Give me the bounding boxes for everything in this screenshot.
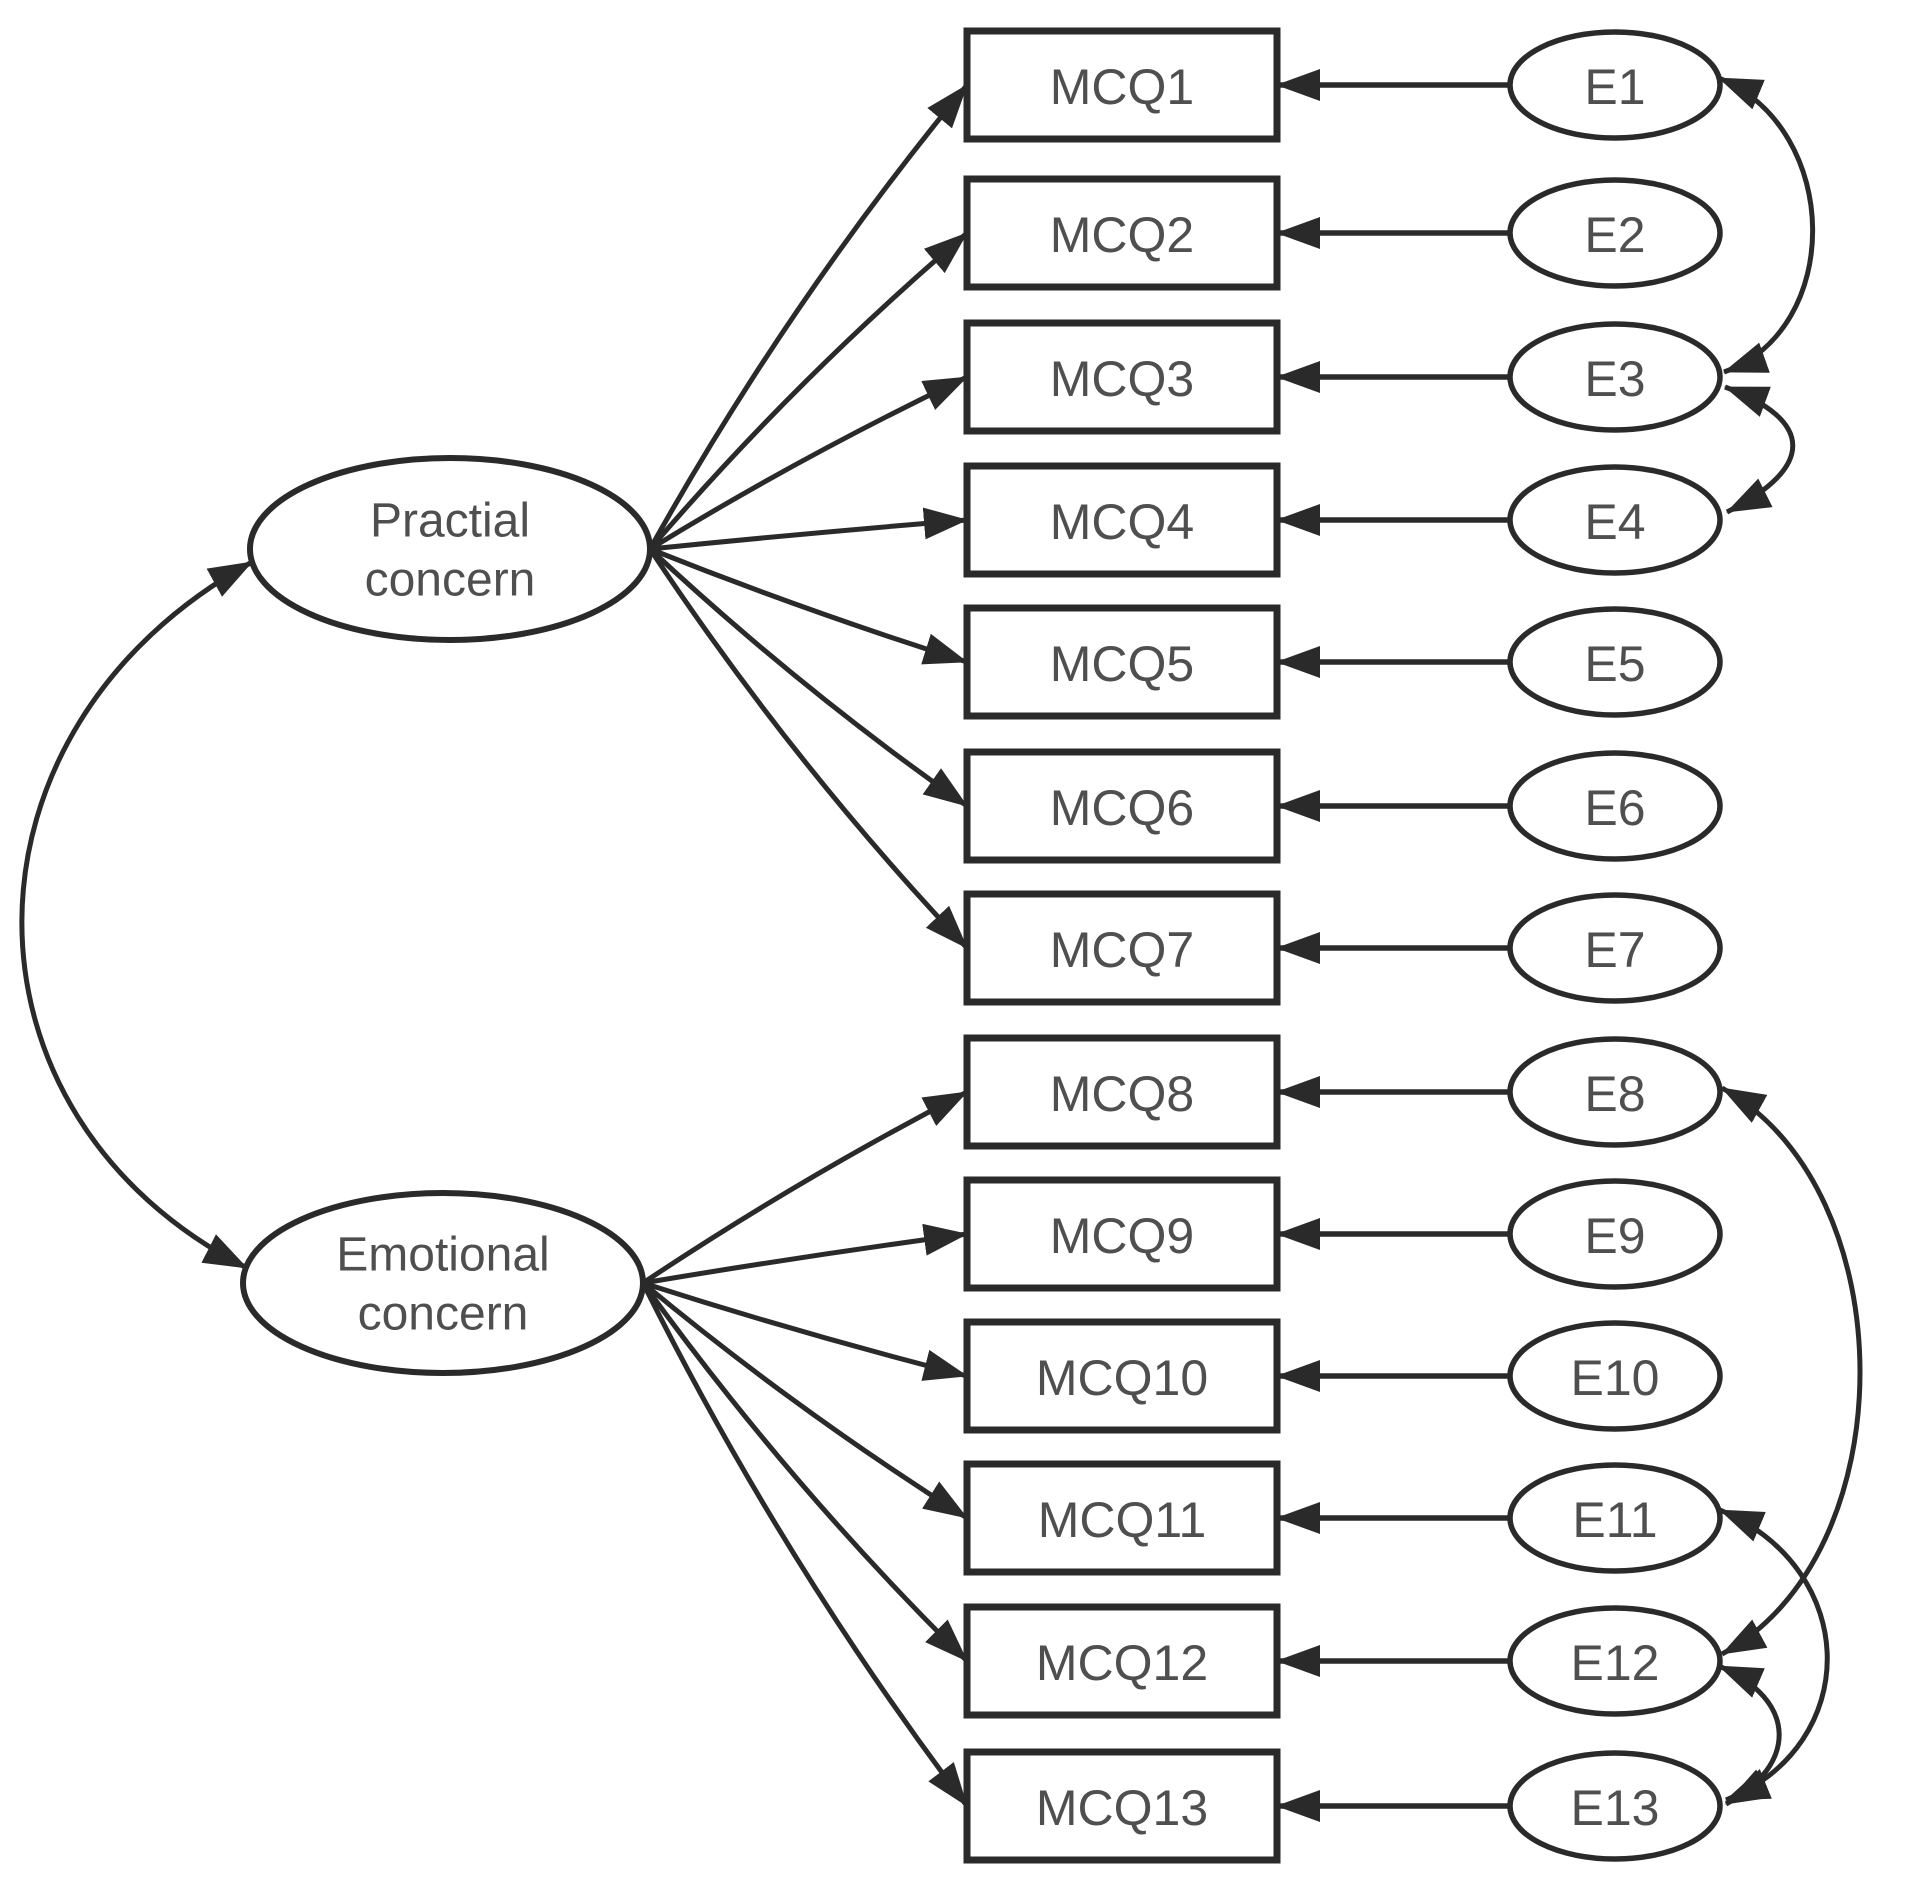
observed-label-MCQ7: MCQ7	[1050, 922, 1194, 978]
error-label-E6: E6	[1584, 780, 1645, 836]
covariance-arc-practical-emotional	[19, 559, 254, 1271]
latent-label-emotional-line-1: Emotional	[336, 1229, 549, 1282]
loading-arrow-practical-MCQ3	[648, 374, 969, 552]
observed-box-MCQ10	[963, 1318, 1281, 1434]
observed-label-MCQ4: MCQ4	[1050, 494, 1194, 550]
observed-box-MCQ12	[963, 1603, 1281, 1719]
latent-ellipse-practical	[247, 455, 653, 643]
observed-label-MCQ6: MCQ6	[1050, 780, 1194, 836]
observed-label-MCQ13: MCQ13	[1036, 1780, 1208, 1836]
loading-arrow-practical-MCQ5	[649, 546, 968, 665]
error-label-E12: E12	[1571, 1635, 1660, 1691]
observed-box-MCQ13	[963, 1748, 1281, 1864]
loading-arrow-practical-MCQ6	[648, 547, 969, 809]
observed-box-MCQ6	[963, 748, 1281, 864]
latent-ellipse-emotional	[240, 1190, 646, 1376]
error-ellipse-E1	[1507, 29, 1723, 141]
observed-box-MCQ3	[963, 319, 1281, 435]
error-ellipse-E9	[1507, 1178, 1723, 1290]
loading-arrow-emotional-MCQ9	[642, 1223, 968, 1286]
error-label-E1: E1	[1584, 59, 1645, 115]
loading-arrow-practical-MCQ2	[648, 231, 969, 551]
loading-arrow-emotional-MCQ11	[641, 1281, 969, 1521]
covariance-arc-E12-E13	[1718, 1663, 1782, 1807]
covariance-arc-E8-E12	[1720, 1085, 1863, 1657]
error-ellipse-E13	[1507, 1750, 1723, 1862]
error-ellipse-E5	[1507, 606, 1723, 718]
latent-label-practical-line-2: concern	[365, 554, 536, 607]
error-ellipse-E6	[1507, 750, 1723, 862]
observed-box-MCQ9	[963, 1176, 1281, 1292]
error-ellipse-E2	[1507, 177, 1723, 289]
observed-label-MCQ2: MCQ2	[1050, 207, 1194, 263]
error-label-E4: E4	[1584, 494, 1645, 550]
observed-box-MCQ1	[963, 27, 1281, 143]
loading-arrow-practical-MCQ1	[647, 83, 969, 551]
observed-label-MCQ8: MCQ8	[1050, 1066, 1194, 1122]
error-label-E7: E7	[1584, 922, 1645, 978]
error-label-E9: E9	[1584, 1208, 1645, 1264]
covariance-arc-E1-E3	[1718, 75, 1816, 375]
observed-box-MCQ2	[963, 175, 1281, 291]
error-ellipse-E7	[1507, 892, 1723, 1004]
latent-label-practical-line-1: Practial	[370, 495, 530, 548]
error-ellipse-E11	[1507, 1462, 1723, 1574]
observed-box-MCQ7	[963, 890, 1281, 1006]
observed-box-MCQ5	[963, 604, 1281, 720]
observed-label-MCQ5: MCQ5	[1050, 636, 1194, 692]
loading-arrow-emotional-MCQ8	[641, 1089, 969, 1286]
loading-arrow-emotional-MCQ10	[642, 1280, 968, 1381]
error-label-E11: E11	[1572, 1492, 1657, 1548]
covariance-arc-E11-E13	[1719, 1507, 1830, 1803]
error-ellipse-E4	[1507, 464, 1723, 576]
observed-label-MCQ3: MCQ3	[1050, 351, 1194, 407]
error-label-E3: E3	[1584, 351, 1645, 407]
loading-arrow-emotional-MCQ12	[640, 1281, 969, 1663]
latent-label-emotional-line-2: concern	[358, 1288, 529, 1341]
error-label-E10: E10	[1571, 1350, 1660, 1406]
error-ellipse-E8	[1507, 1036, 1723, 1148]
error-label-E8: E8	[1584, 1066, 1645, 1122]
covariance-arc-E3-E4	[1724, 384, 1796, 515]
error-ellipse-E3	[1507, 321, 1723, 433]
observed-label-MCQ11: MCQ11	[1038, 1492, 1207, 1548]
observed-label-MCQ1: MCQ1	[1050, 59, 1194, 115]
observed-box-MCQ8	[963, 1034, 1281, 1150]
observed-box-MCQ4	[963, 462, 1281, 578]
observed-label-MCQ12: MCQ12	[1036, 1635, 1208, 1691]
observed-box-MCQ11	[963, 1460, 1281, 1576]
loading-arrow-emotional-MCQ13	[640, 1281, 969, 1808]
error-label-E5: E5	[1584, 636, 1645, 692]
observed-label-MCQ10: MCQ10	[1036, 1350, 1208, 1406]
error-label-E2: E2	[1584, 207, 1645, 263]
error-ellipse-E12	[1507, 1605, 1723, 1717]
loading-arrow-practical-MCQ7	[647, 547, 969, 950]
loading-arrow-practical-MCQ4	[649, 507, 968, 552]
observed-label-MCQ9: MCQ9	[1050, 1208, 1194, 1264]
error-label-E13: E13	[1571, 1780, 1660, 1836]
error-ellipse-E10	[1507, 1320, 1723, 1432]
